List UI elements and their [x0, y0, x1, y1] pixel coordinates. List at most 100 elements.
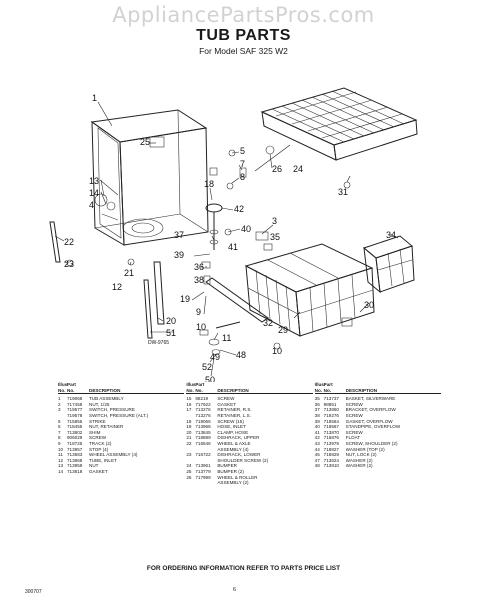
callout-12: 12 — [112, 282, 122, 292]
description: SWITCH, PRESSURE — [89, 407, 135, 413]
callout-23: 22 — [64, 237, 74, 247]
description: BASKET, SILVERWARE — [345, 396, 396, 402]
description: SCREW — [89, 435, 107, 441]
illus-no: 19 — [186, 424, 192, 430]
description: BUMPER — [217, 463, 237, 469]
table-row: 719578 SWITCH, PRESSURE (ALT.) — [58, 413, 184, 419]
part-no: 718725 — [67, 440, 83, 446]
illus-no: 3 — [58, 407, 61, 413]
callout-52: 52 — [202, 362, 212, 372]
watermark: AppliancePartsPros.com — [112, 3, 375, 27]
description: BUMPER (2) — [217, 468, 244, 474]
callout-41: 40 — [241, 224, 251, 234]
document-code: 300707 — [25, 589, 42, 595]
callout-10b: 10 — [272, 346, 282, 356]
description: NUT, LOCK (2) — [345, 452, 377, 458]
description: SCREW — [345, 429, 363, 435]
illus-no: 16 — [186, 401, 192, 407]
callout-51: 51 — [166, 328, 176, 338]
callout-14: 14 — [89, 188, 99, 198]
part-no: 717458 — [67, 401, 83, 407]
table-row: ASSEMBLY (4) — [186, 447, 312, 453]
callout-42: 41 — [228, 242, 238, 252]
part-no: 713961 — [195, 463, 211, 469]
callout-50: 50 — [205, 375, 215, 382]
illus-no: 37 — [314, 407, 320, 413]
callout-1: 1 — [92, 93, 97, 103]
illus-no: 9 — [58, 440, 61, 446]
part-no: 98219 — [195, 396, 209, 402]
callout-22: 21 — [124, 268, 134, 278]
callout-31: 30 — [364, 300, 374, 310]
part-no: 713276 — [195, 407, 211, 413]
description: TUB ASSEMBLY — [89, 396, 124, 402]
part-no: 717999 — [195, 474, 211, 480]
description: HOSE, INLET — [217, 424, 246, 430]
callout-7: 7 — [240, 159, 245, 169]
illus-no: 12 — [58, 457, 64, 463]
part-no: 718829 — [323, 452, 339, 458]
illus-no: 5 — [58, 418, 61, 424]
description: TRACK (2) — [89, 440, 112, 446]
callout-11: 11 — [222, 333, 231, 343]
part-no: 713979 — [323, 440, 339, 446]
exploded-parts-diagram: 1 25 5 7 8 18 42 3 40 35 37 41 39 36 38 … — [49, 87, 418, 382]
part-no: 713959 — [67, 463, 83, 469]
part-no: 718827 — [323, 446, 339, 452]
callout-32: 31 — [338, 187, 348, 197]
description: SCREW (15) — [217, 418, 244, 424]
description: DISHRACK, LOWER — [217, 452, 261, 458]
page-title: TUB PARTS — [196, 27, 291, 44]
illus-no: 23 — [186, 452, 192, 458]
description: CLAMP, HOSE — [217, 429, 249, 435]
callout-4: 4 — [89, 200, 94, 210]
part-no: 719578 — [67, 412, 83, 418]
callout-6: 25 — [140, 137, 150, 147]
callout-5: 5 — [240, 146, 245, 156]
part-no: 906029 — [67, 435, 83, 441]
illus-no — [186, 480, 195, 486]
illus-no: 10 — [58, 446, 64, 452]
description: NUT, 1/25 — [89, 401, 110, 407]
illus-no: 1 — [58, 396, 61, 402]
illus-no: 41 — [314, 429, 320, 435]
illus-no: 22 — [186, 440, 192, 446]
callout-39: 38 — [194, 275, 204, 285]
description: STRIKE — [89, 418, 106, 424]
tub-assembly — [90, 109, 209, 246]
callout-49: 49 — [210, 352, 220, 362]
part-no: 717922 — [195, 401, 211, 407]
callout-8: 8 — [240, 172, 245, 182]
description: SWITCH, PRESSURE (ALT.) — [89, 412, 149, 418]
part-no: 713968 — [195, 424, 211, 430]
description: TUBE, INLET — [89, 457, 117, 463]
illus-no: 8 — [58, 435, 61, 441]
callout-43: 42 — [234, 204, 244, 214]
description: SCREW — [345, 401, 363, 407]
illus-no: 38 — [314, 412, 320, 418]
illus-no: 2 — [58, 401, 61, 407]
part-no: 716876 — [323, 435, 339, 441]
illus-no: 18 — [186, 418, 192, 424]
description: WASHER (TOP (2) — [345, 446, 385, 452]
